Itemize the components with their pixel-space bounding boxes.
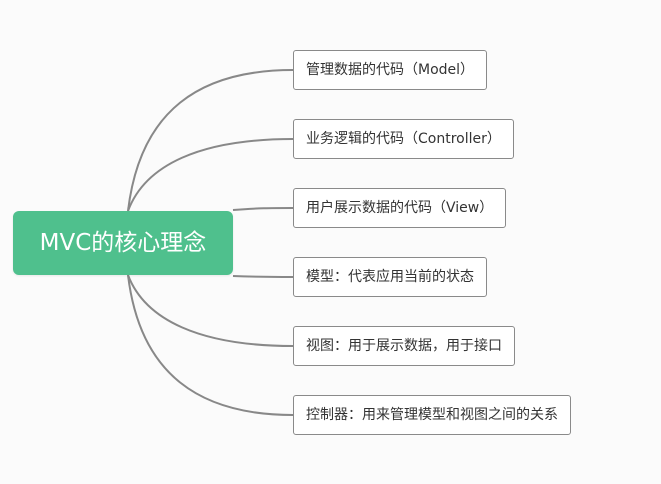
child-node-controller[interactable]: 业务逻辑的代码（Controller） xyxy=(293,119,514,159)
root-node[interactable]: MVC的核心理念 xyxy=(13,211,233,275)
child-node-view-desc[interactable]: 视图：用于展示数据，用于接口 xyxy=(293,326,515,366)
child-node-view[interactable]: 用户展示数据的代码（View） xyxy=(293,188,507,228)
child-node-model-desc[interactable]: 模型：代表应用当前的状态 xyxy=(293,257,487,297)
connector-view xyxy=(232,207,294,211)
connector-controller-desc xyxy=(127,274,294,416)
connector-model-desc xyxy=(232,275,294,278)
connector-model xyxy=(127,69,294,212)
child-node-model[interactable]: 管理数据的代码（Model） xyxy=(293,50,488,90)
connector-view-desc xyxy=(127,274,294,347)
connector-controller xyxy=(127,138,294,212)
child-node-controller-desc[interactable]: 控制器：用来管理模型和视图之间的关系 xyxy=(293,395,571,435)
